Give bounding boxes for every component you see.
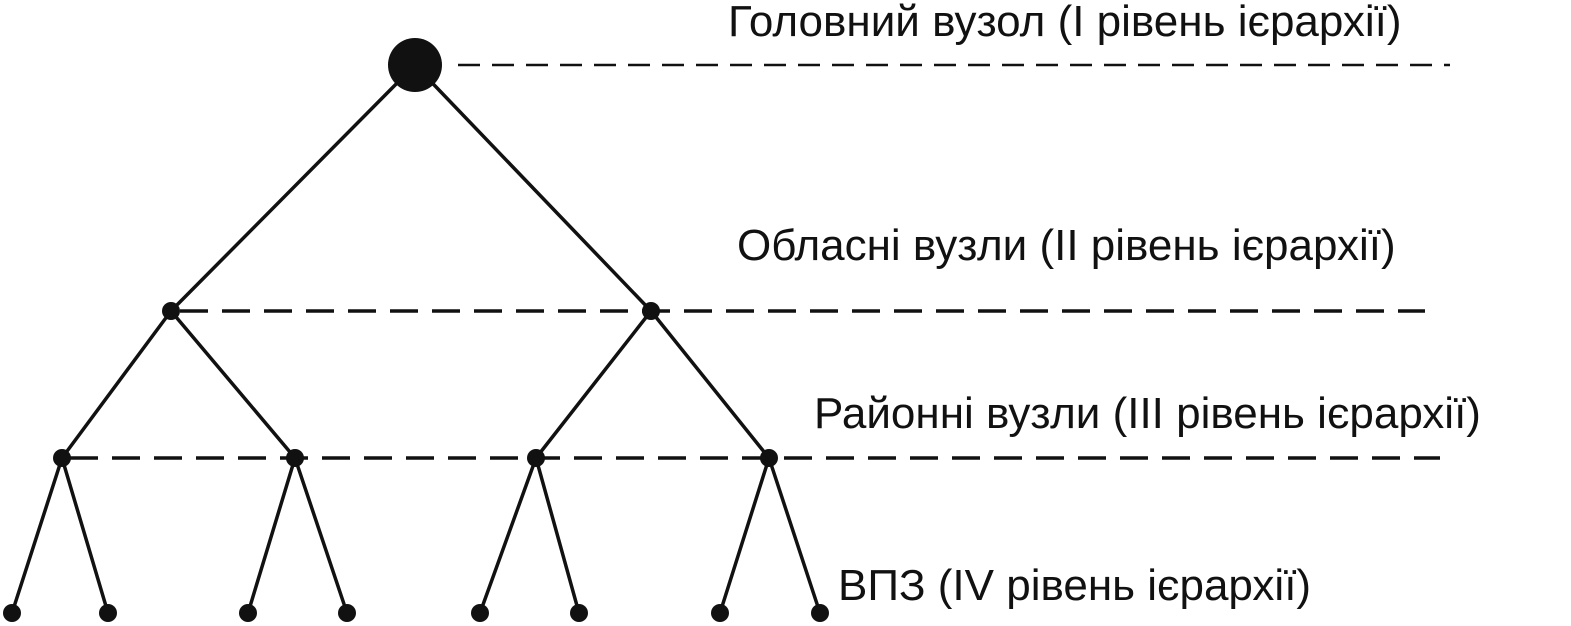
level-3-label: Районні вузли (III рівень ієрархії) — [814, 389, 1481, 438]
district-node — [53, 449, 71, 467]
edge-root-o1 — [169, 63, 417, 313]
edge-r2-v3 — [246, 456, 297, 615]
level-1-label: Головний вузол (I рівень ієрархії) — [728, 0, 1402, 46]
branch-node — [338, 604, 356, 622]
branch-node — [471, 604, 489, 622]
district-node — [760, 449, 778, 467]
edge-root-o2 — [413, 63, 653, 313]
district-node — [286, 449, 304, 467]
edge-o1-r1 — [60, 309, 173, 460]
tree-nodes — [3, 38, 829, 622]
level-2-label: Обласні вузли (II рівень ієрархії) — [737, 221, 1396, 270]
edge-r4-v7 — [718, 456, 771, 615]
edge-o2-r4 — [649, 309, 771, 460]
regional-node — [642, 302, 660, 320]
branch-node — [99, 604, 117, 622]
edge-r3-v6 — [534, 456, 581, 615]
branch-node — [570, 604, 588, 622]
edge-r2-v4 — [293, 456, 349, 615]
tree-edges — [10, 63, 822, 615]
edge-o1-r2 — [169, 309, 297, 460]
edge-o2-r3 — [534, 309, 653, 460]
branch-node — [711, 604, 729, 622]
branch-node — [239, 604, 257, 622]
edge-r3-v5 — [478, 456, 538, 615]
edge-r4-v8 — [767, 456, 822, 615]
district-node — [527, 449, 545, 467]
edge-r1-v2 — [60, 456, 110, 615]
root-node — [388, 38, 442, 92]
branch-node — [811, 604, 829, 622]
branch-node — [3, 604, 21, 622]
edge-r1-v1 — [10, 456, 64, 615]
level-4-label: ВПЗ (IV рівень ієрархії) — [838, 561, 1312, 610]
regional-node — [162, 302, 180, 320]
